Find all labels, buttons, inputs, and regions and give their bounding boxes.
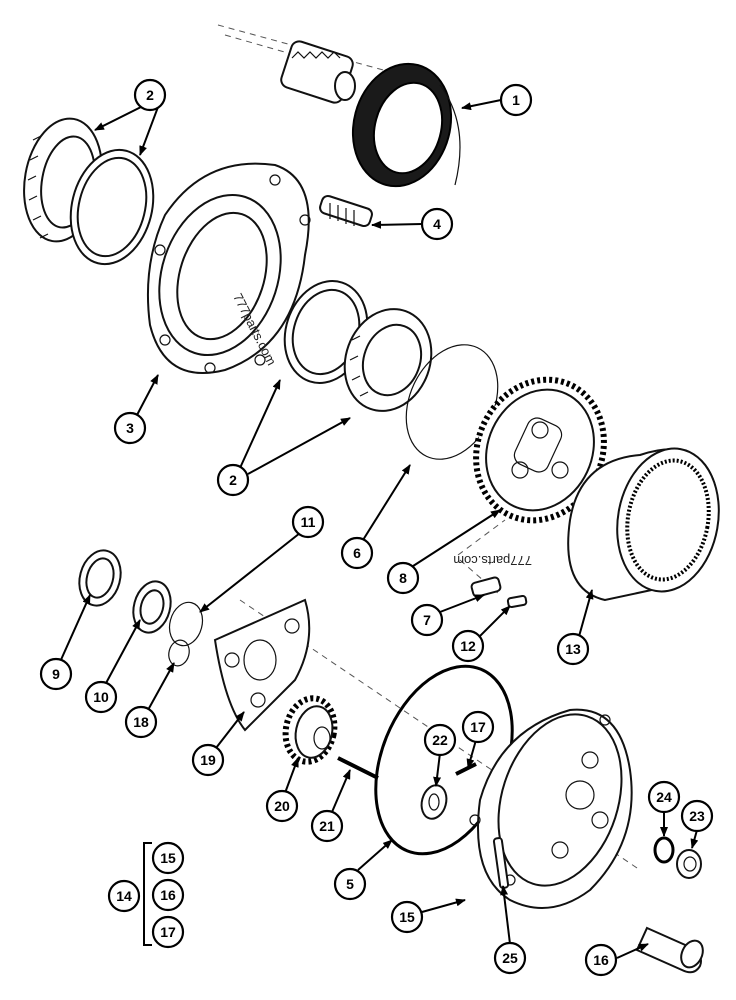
svg-text:2: 2 (146, 87, 154, 103)
kit-bracket (143, 842, 152, 946)
callout-17: 17 (461, 710, 495, 744)
callout-3: 3 (113, 411, 147, 445)
callout-2-upper: 2 (133, 78, 167, 112)
svg-text:25: 25 (502, 950, 518, 966)
ring-part-18 (168, 639, 190, 667)
callout-12: 12 (451, 629, 485, 663)
kit-child-callout-3: 17 (151, 915, 185, 949)
callout-1: 1 (499, 83, 533, 117)
callout-19: 19 (191, 743, 225, 777)
svg-text:24: 24 (656, 789, 672, 805)
svg-text:10: 10 (93, 689, 109, 705)
pin-part-17 (455, 762, 477, 776)
callout-11: 11 (291, 505, 325, 539)
callout-2-lower: 2 (216, 463, 250, 497)
svg-text:14: 14 (116, 888, 132, 904)
bushing-part-16 (635, 926, 704, 974)
kit-legend: 14 15 16 17 (107, 841, 185, 949)
svg-text:19: 19 (200, 752, 216, 768)
callout-4: 4 (420, 207, 454, 241)
callout-24: 24 (647, 780, 681, 814)
thrust-plate-part-19 (213, 598, 311, 732)
callout-22: 22 (423, 723, 457, 757)
svg-text:23: 23 (689, 808, 705, 824)
svg-text:7: 7 (423, 612, 431, 628)
plug-part-23 (676, 849, 702, 879)
svg-text:13: 13 (565, 641, 581, 657)
washer-part-22 (420, 784, 448, 820)
gear-part-8 (473, 376, 607, 524)
svg-text:9: 9 (52, 666, 60, 682)
svg-text:5: 5 (346, 876, 354, 892)
screw-part-12 (506, 594, 528, 609)
kit-child-callout-1: 15 (151, 841, 185, 875)
callout-20: 20 (265, 789, 299, 823)
shaft-part-7 (470, 576, 502, 598)
svg-text:21: 21 (319, 818, 335, 834)
callout-8: 8 (386, 561, 420, 595)
svg-text:6: 6 (353, 545, 361, 561)
callout-16: 16 (584, 943, 618, 977)
retainer-part-9 (78, 549, 122, 607)
svg-text:18: 18 (133, 714, 149, 730)
svg-text:22: 22 (432, 732, 448, 748)
callout-6: 6 (340, 536, 374, 570)
callouts: 1 2 4 3 2 6 8 7 12 13 11 9 10 18 19 20 2… (39, 78, 714, 977)
bearing-cone-lower (343, 308, 433, 412)
svg-text:4: 4 (433, 216, 441, 232)
callout-13: 13 (556, 632, 590, 666)
o-ring-part-24 (653, 836, 675, 864)
callout-18: 18 (124, 705, 158, 739)
svg-text:15: 15 (160, 850, 176, 866)
callout-5: 5 (333, 867, 367, 901)
callout-7: 7 (410, 603, 444, 637)
callout-15: 15 (390, 900, 424, 934)
svg-text:3: 3 (126, 420, 134, 436)
callout-10: 10 (84, 680, 118, 714)
svg-text:20: 20 (274, 798, 290, 814)
spline-shaft (280, 40, 356, 104)
svg-text:17: 17 (160, 924, 176, 940)
watermark-lower: 777parts.com (453, 553, 532, 568)
ring-gear-part-13 (567, 447, 720, 602)
kit-child-callout-2: 16 (151, 878, 185, 912)
callout-25: 25 (493, 941, 527, 975)
svg-text:16: 16 (160, 887, 176, 903)
svg-text:16: 16 (593, 952, 609, 968)
pin-part-21 (337, 756, 379, 780)
planet-gear-part-20 (282, 695, 338, 765)
wheel-stud-part-4 (319, 194, 373, 228)
svg-text:15: 15 (399, 909, 415, 925)
cover-part-15 (469, 708, 633, 909)
svg-text:8: 8 (399, 570, 407, 586)
hub-housing-part-3 (146, 162, 311, 374)
svg-text:2: 2 (229, 472, 237, 488)
leader-dashed (457, 519, 506, 556)
svg-text:12: 12 (460, 638, 476, 654)
callout-23: 23 (680, 799, 714, 833)
callout-21: 21 (310, 809, 344, 843)
washer-part-10 (132, 580, 172, 634)
svg-text:11: 11 (301, 514, 316, 530)
svg-text:1: 1 (512, 92, 520, 108)
kit-parent-callout: 14 (107, 879, 141, 913)
svg-text:17: 17 (470, 719, 486, 735)
seal-part-1 (351, 62, 461, 188)
callout-9: 9 (39, 657, 73, 691)
bearing-cup-upper (69, 148, 155, 266)
snap-ring-part-11 (168, 601, 204, 647)
leader-lines (59, 99, 699, 959)
